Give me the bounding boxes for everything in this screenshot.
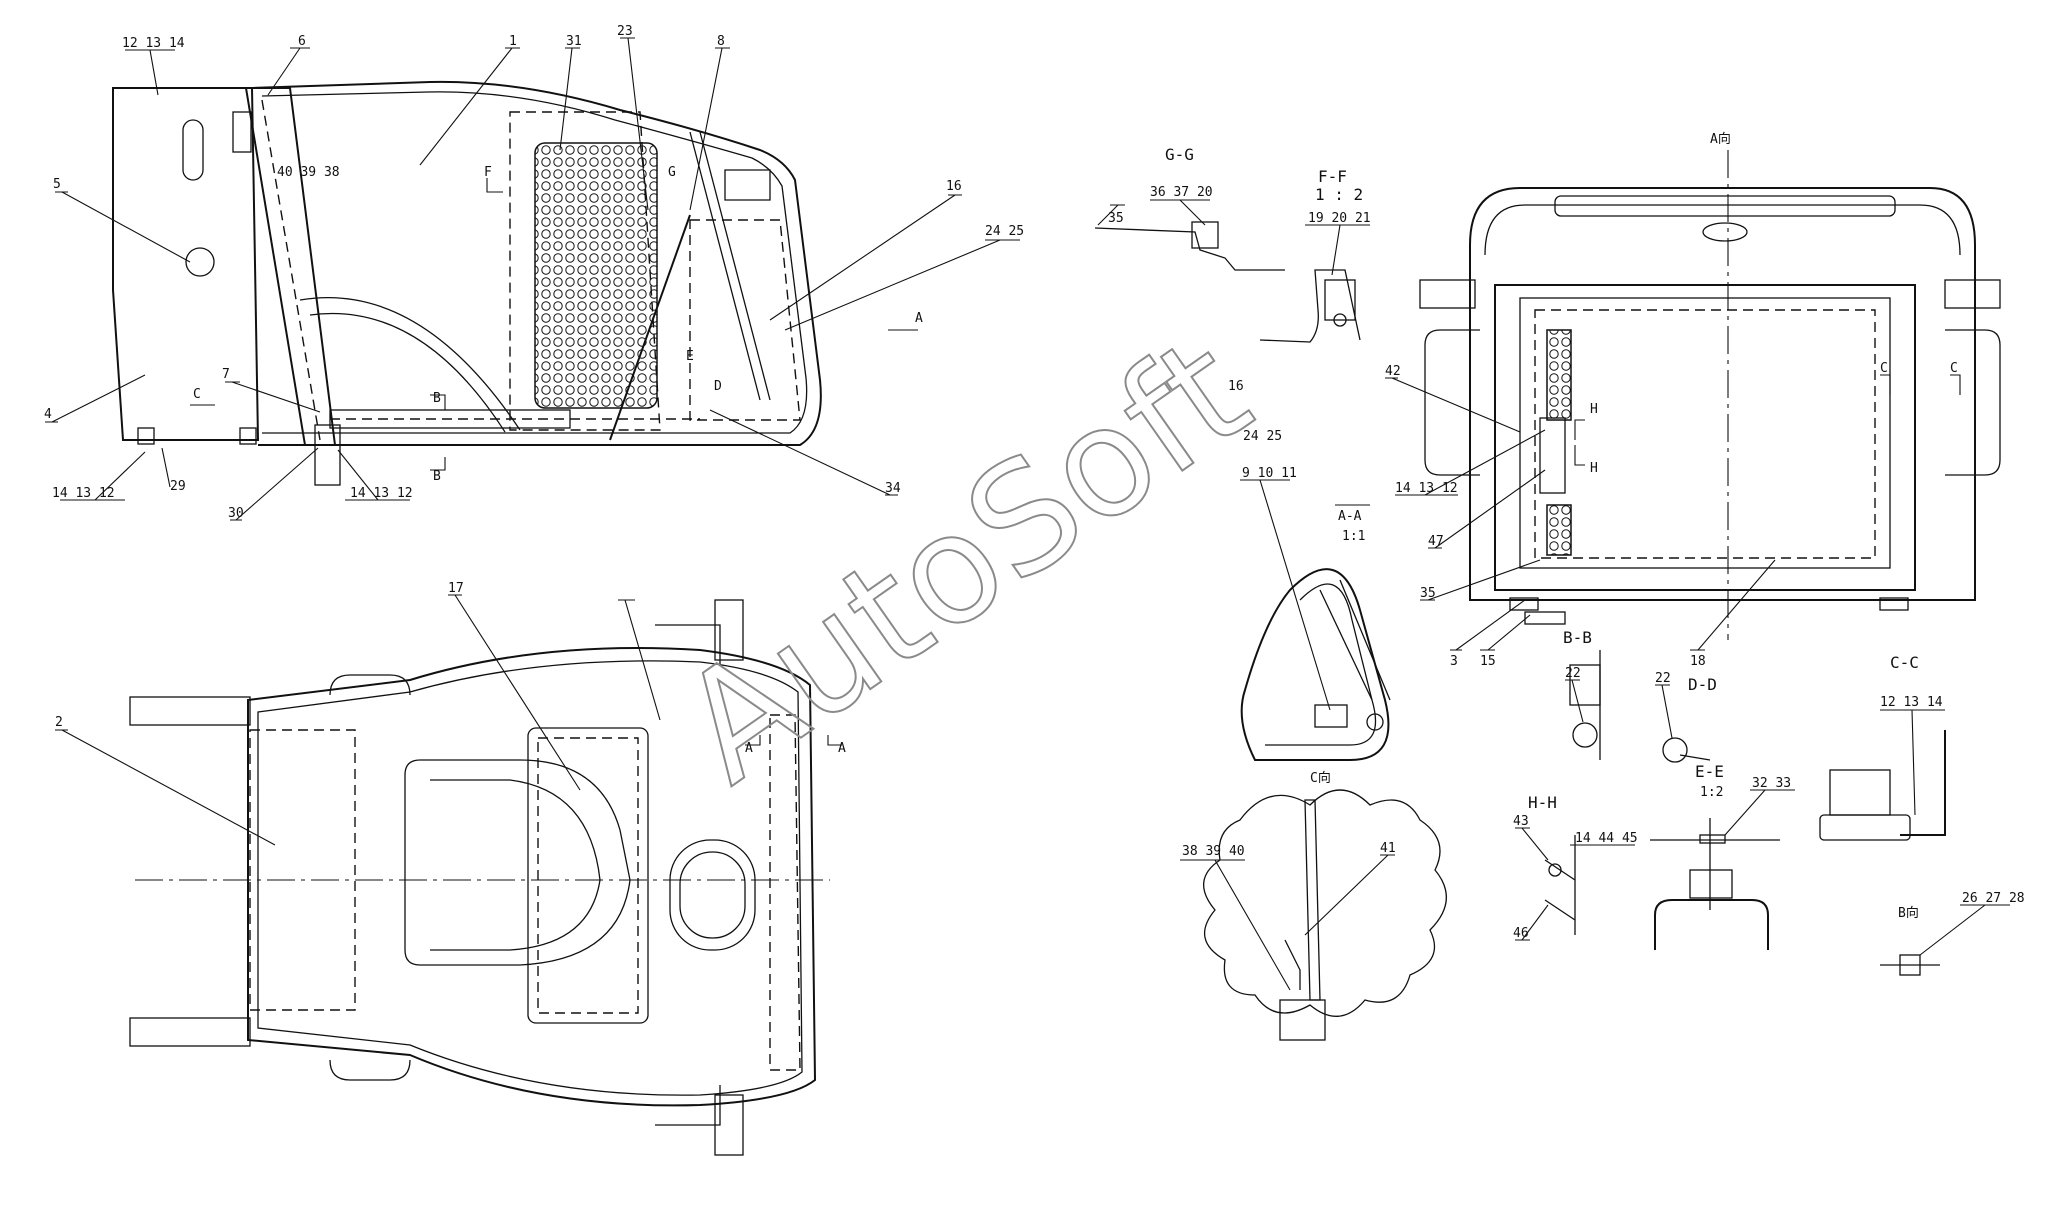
label-B1: B <box>433 391 441 406</box>
label-23: 23 <box>617 24 633 39</box>
label-12-13-14-top: 12 13 14 <box>122 36 185 51</box>
view-a <box>1385 150 2001 651</box>
label-B2: B <box>433 469 441 484</box>
label-5: 5 <box>53 177 61 192</box>
b-26-27-28: 26 27 28 <box>1962 891 2025 906</box>
label-15: 15 <box>1480 654 1496 669</box>
top-view <box>55 594 842 1156</box>
bb-22: 22 <box>1565 666 1581 681</box>
aa-title: A-A <box>1338 509 1362 524</box>
hh-14-44-45: 14 44 45 <box>1575 831 1638 846</box>
label-E: E <box>686 349 694 364</box>
section-f-f <box>1259 224 1370 343</box>
labels: 12 13 14 6 1 31 23 8 5 40 39 38 F G 16 2… <box>44 24 2025 941</box>
label-40-39-38: 40 39 38 <box>277 165 340 180</box>
section-b-b <box>1565 650 1601 760</box>
label-H2: H <box>1590 461 1598 476</box>
label-3: 3 <box>1450 654 1458 669</box>
gg-35: 35 <box>1108 211 1124 226</box>
label-14-13-12-b: 14 13 12 <box>350 486 413 501</box>
label-C-r2: C <box>1950 361 1958 376</box>
cc-12-13-14: 12 13 14 <box>1880 695 1943 710</box>
label-29: 29 <box>170 479 186 494</box>
label-C-r1: C <box>1880 361 1888 376</box>
label-1: 1 <box>509 34 517 49</box>
section-c-c <box>1819 709 1946 841</box>
label-7: 7 <box>222 367 230 382</box>
label-G-top: G <box>668 165 676 180</box>
view-b <box>1880 904 2010 976</box>
label-D: D <box>714 379 722 394</box>
section-a-a <box>1240 479 1391 761</box>
watermark: AutoSoft <box>650 303 1280 817</box>
view-c <box>1180 789 1448 1041</box>
label-24-25-a: 24 25 <box>985 224 1024 239</box>
label-8: 8 <box>717 34 725 49</box>
dd-title: D-D <box>1688 675 1717 694</box>
label-14-13-12-c: 14 13 12 <box>1395 481 1458 496</box>
gg-36-37-20: 36 37 20 <box>1150 185 1213 200</box>
hh-46: 46 <box>1513 926 1529 941</box>
label-16-b: 16 <box>1228 379 1244 394</box>
label-H1: H <box>1590 402 1598 417</box>
label-C: C <box>193 387 201 402</box>
label-35-b: 35 <box>1420 586 1436 601</box>
ee-scale: 1:2 <box>1700 785 1723 800</box>
c-view-label: C向 <box>1310 770 1331 786</box>
c-38-39-40: 38 39 40 <box>1182 844 1245 859</box>
label-14-13-12-a: 14 13 12 <box>52 486 115 501</box>
dd-22: 22 <box>1655 671 1671 686</box>
label-A-a: A <box>915 311 923 326</box>
label-16-a: 16 <box>946 179 962 194</box>
label-A2: A <box>838 741 846 756</box>
bb-title: B-B <box>1563 628 1592 647</box>
section-e-e <box>1650 789 1795 950</box>
ff-title: F-F <box>1318 167 1347 186</box>
b-view-label: B向 <box>1898 905 1919 921</box>
label-17: 17 <box>448 581 464 596</box>
section-d-d <box>1655 684 1711 763</box>
ff-19-20-21: 19 20 21 <box>1308 211 1371 226</box>
section-g-g <box>1094 199 1285 271</box>
ee-title: E-E <box>1695 762 1724 781</box>
section-h-h <box>1515 827 1635 941</box>
ee-32-33: 32 33 <box>1752 776 1791 791</box>
gg-title: G-G <box>1165 145 1194 164</box>
label-42: 42 <box>1385 364 1401 379</box>
label-6: 6 <box>298 34 306 49</box>
label-2: 2 <box>55 715 63 730</box>
label-F: F <box>484 165 492 180</box>
side-view <box>45 37 1020 521</box>
label-4: 4 <box>44 407 52 422</box>
label-24-25-b: 24 25 <box>1243 429 1282 444</box>
a-view-label: A向 <box>1710 131 1731 147</box>
label-30: 30 <box>228 506 244 521</box>
aa-9-10-11: 9 10 11 <box>1242 466 1297 481</box>
watermark-text: AutoSoft <box>651 304 1279 816</box>
c-41: 41 <box>1380 841 1396 856</box>
ff-scale: 1 : 2 <box>1315 185 1363 204</box>
label-18: 18 <box>1690 654 1706 669</box>
hh-43: 43 <box>1513 814 1529 829</box>
aa-scale: 1:1 <box>1342 529 1365 544</box>
label-34: 34 <box>885 481 901 496</box>
label-31: 31 <box>566 34 582 49</box>
hh-title: H-H <box>1528 793 1557 812</box>
cc-title: C-C <box>1890 653 1919 672</box>
label-A1: A <box>745 741 753 756</box>
label-47: 47 <box>1428 534 1444 549</box>
